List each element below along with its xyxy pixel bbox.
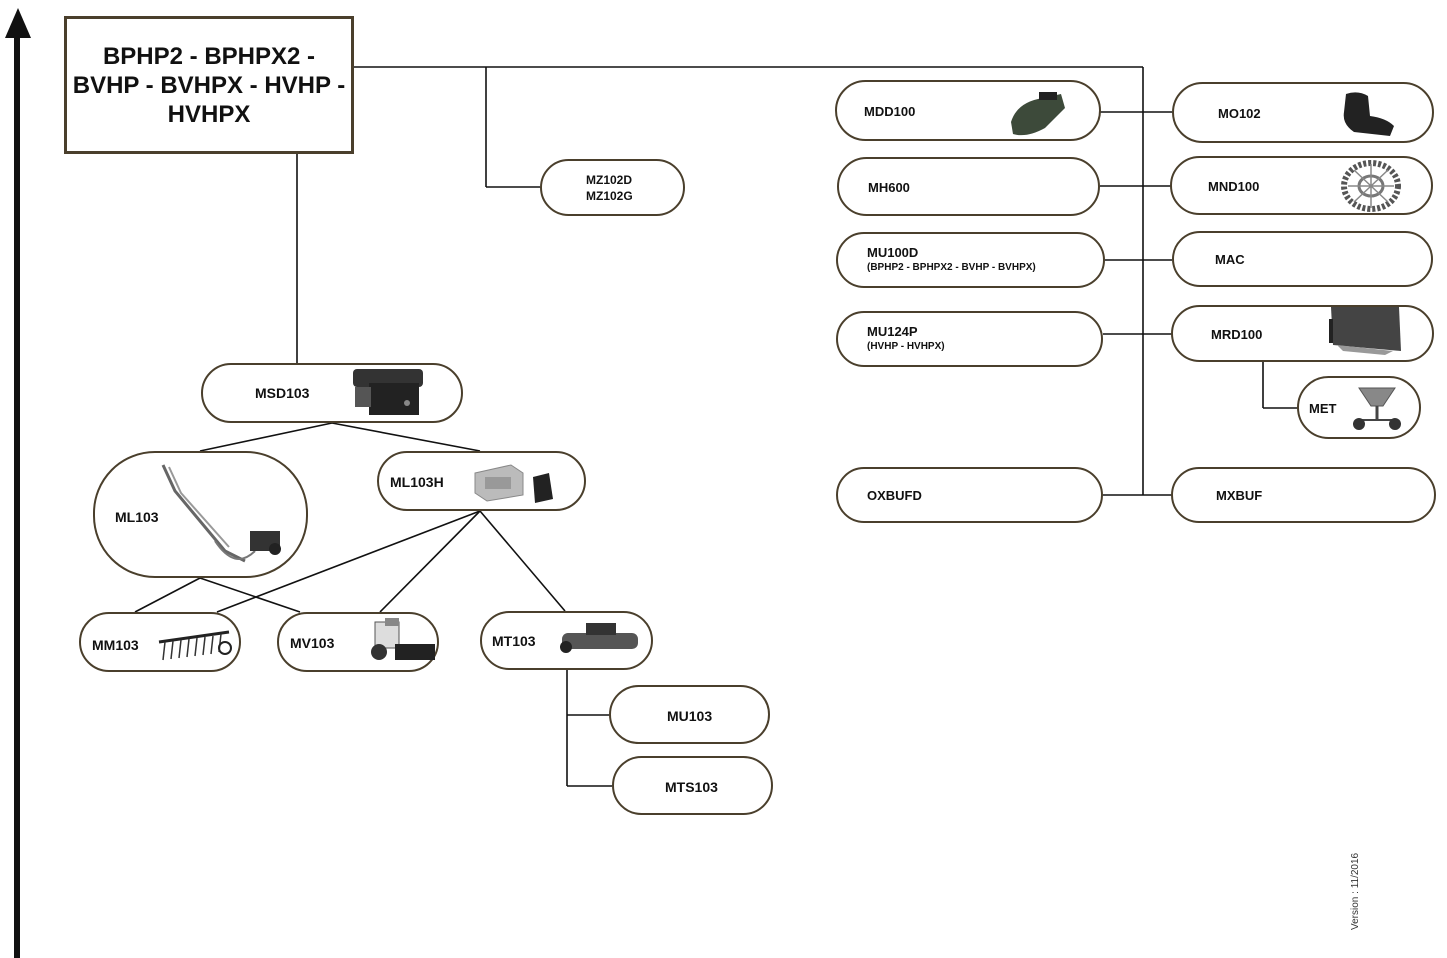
mdd100-label: MDD100 [864,104,916,119]
version-text: Version : 11/2016 [1350,852,1361,930]
mts103-label: MTS103 [665,779,718,795]
node-mz102[interactable]: MZ102D MZ102G [540,159,685,216]
mower-deck-icon [1011,92,1065,136]
node-ml103h[interactable]: ML103H [377,451,586,511]
node-mxbuf[interactable]: MXBUF [1171,467,1436,523]
mh600-label: MH600 [868,180,910,195]
ml103-label: ML103 [115,509,159,525]
mz102g-label: MZ102G [586,189,633,203]
msd103-label: MSD103 [255,385,310,401]
mu124p-label: MU124P [867,324,918,339]
ml103h-label: ML103H [390,474,444,490]
mnd100-label: MND100 [1208,179,1260,194]
mu100d-sub: (BPHP2 - BPHPX2 - BVHP - BVHPX) [867,262,1036,273]
root-label: BPHP2 - BPHPX2 - BVHP - BVHPX - HVHP - H… [72,42,346,128]
mt103-label: MT103 [492,633,536,649]
node-mt103[interactable]: MT103 [480,611,653,670]
mac-label: MAC [1215,252,1245,267]
node-mnd100[interactable]: MND100 [1170,156,1433,215]
mv103-label: MV103 [290,635,335,651]
spreader-icon [1353,387,1401,430]
node-met[interactable]: MET [1297,376,1421,439]
node-mu100d[interactable]: MU100D (BPHP2 - BPHPX2 - BVHP - BVHPX) [836,232,1105,288]
node-mh600[interactable]: MH600 [837,157,1100,216]
node-mu124p[interactable]: MU124P (HVHP - HVHPX) [836,311,1103,367]
loader-arm-icon [161,464,281,563]
root-model-box: BPHP2 - BPHPX2 - BVHP - BVHPX - HVHP - H… [64,16,354,154]
mm103-label: MM103 [92,637,139,653]
mrd100-label: MRD100 [1211,327,1263,342]
met-label: MET [1309,401,1337,416]
mo102-label: MO102 [1218,106,1261,121]
node-mu103[interactable]: MU103 [609,685,770,744]
mu103-label: MU103 [667,708,713,724]
node-msd103[interactable]: MSD103 [201,363,463,423]
node-mts103[interactable]: MTS103 [612,756,773,815]
node-mv103[interactable]: MV103 [277,612,439,672]
mount-frame-icon [474,464,553,503]
node-mac[interactable]: MAC [1172,231,1433,287]
node-mm103[interactable]: MM103 [79,612,241,672]
mu124p-sub: (HVHP - HVHPX) [867,341,945,352]
mz102d-label: MZ102D [586,173,633,187]
node-mo102[interactable]: MO102 [1172,82,1434,143]
seat-icon [1343,92,1394,136]
rake-icon [158,630,232,661]
arrow-up-icon [5,8,31,38]
snow-plow-icon [353,369,423,415]
node-mrd100[interactable]: MRD100 [1171,305,1434,362]
oxbufd-label: OXBUFD [867,488,922,503]
node-oxbufd[interactable]: OXBUFD [836,467,1103,523]
node-ml103[interactable]: ML103 [93,451,308,578]
mxbuf-label: MXBUF [1216,488,1263,503]
mu100d-label: MU100D [867,245,919,260]
chain-icon [1341,160,1401,212]
mower-vehicle-icon [371,618,435,660]
node-mdd100[interactable]: MDD100 [835,80,1101,141]
collector-bin-icon [1329,307,1401,355]
broom-icon [560,623,638,653]
